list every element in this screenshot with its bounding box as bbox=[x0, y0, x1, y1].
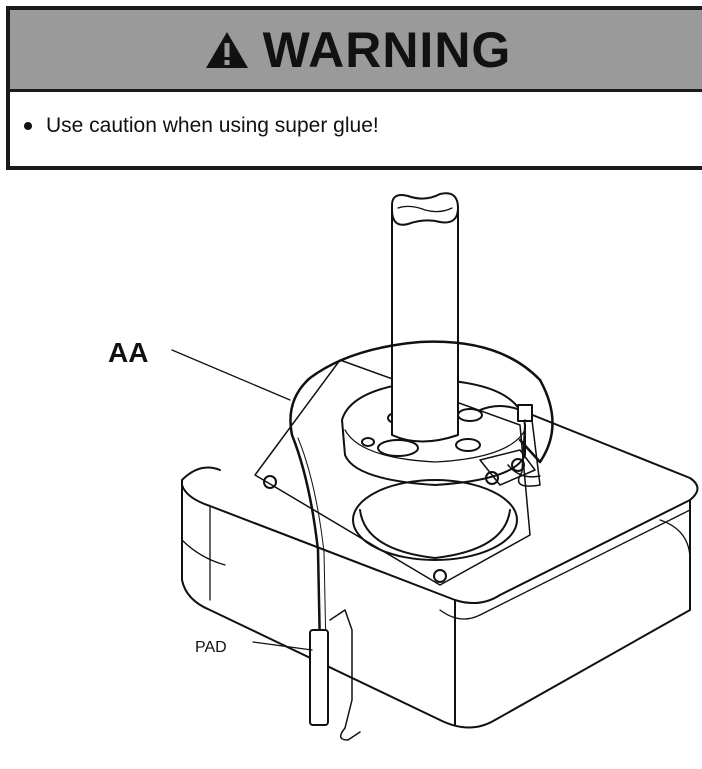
warning-header: WARNING bbox=[10, 10, 702, 92]
warning-triangle-icon bbox=[205, 31, 248, 68]
projector-mount-illustration: AA PAD bbox=[108, 192, 699, 741]
pipe-top bbox=[391, 192, 459, 226]
housing-corner-left bbox=[181, 539, 226, 566]
warning-item-text: Use caution when using super glue! bbox=[46, 114, 379, 137]
housing-bevel-front bbox=[439, 509, 691, 620]
label-aa: AA bbox=[108, 337, 148, 368]
pipe bbox=[391, 209, 459, 443]
housing-corner-right bbox=[659, 519, 691, 561]
coupler-base bbox=[352, 479, 518, 561]
warning-title: WARNING bbox=[262, 21, 512, 78]
label-pad: PAD bbox=[195, 639, 227, 656]
mount-plate bbox=[254, 359, 531, 586]
bullet-icon bbox=[24, 122, 32, 130]
warning-item: Use caution when using super glue! bbox=[10, 92, 702, 138]
warning-title-row: WARNING bbox=[205, 21, 512, 79]
safety-cable bbox=[289, 340, 554, 652]
warning-box: WARNING Use caution when using super glu… bbox=[6, 6, 702, 170]
housing-front bbox=[181, 484, 691, 729]
pad-sleeve bbox=[309, 629, 329, 726]
